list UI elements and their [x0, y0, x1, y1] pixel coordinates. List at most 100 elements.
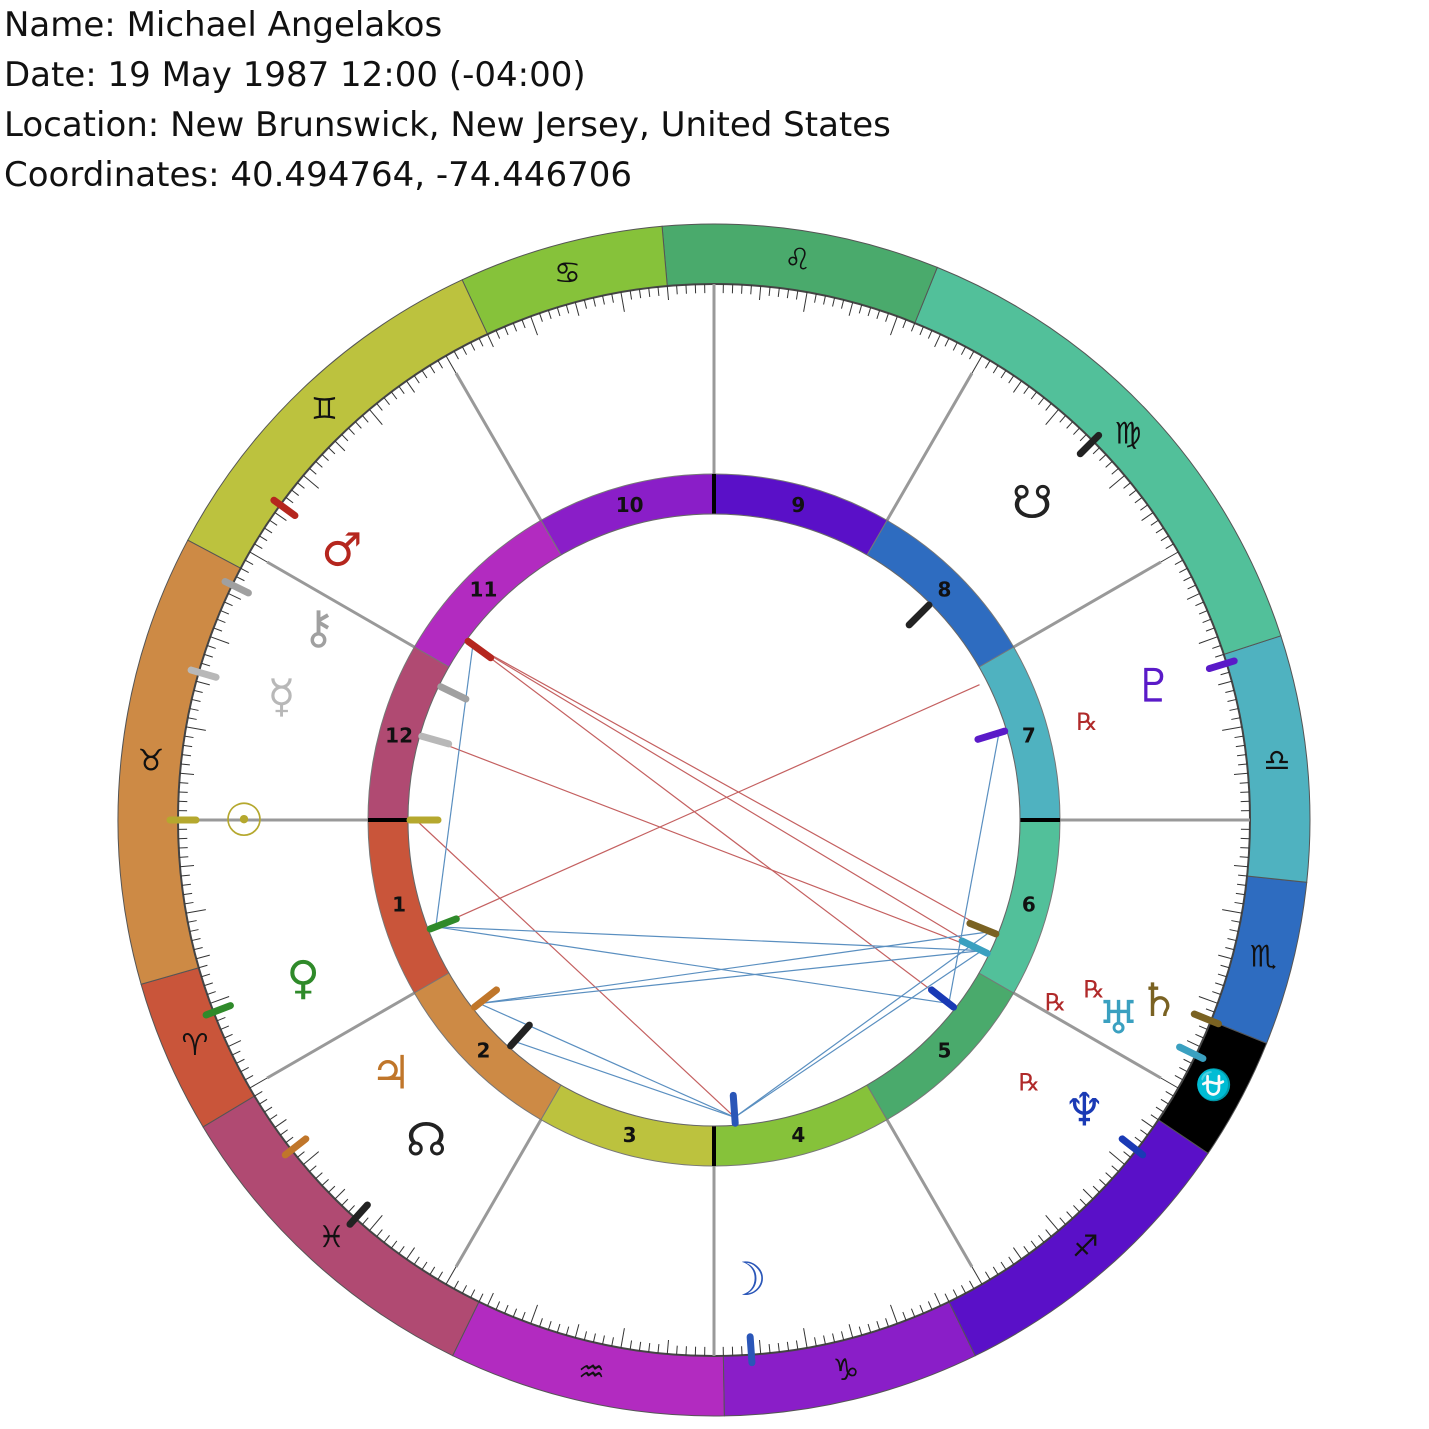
- degree-tick: [1215, 982, 1224, 987]
- degree-tick: [398, 386, 405, 394]
- degree-tick: [1038, 397, 1045, 406]
- degree-tick: [992, 1266, 999, 1275]
- planet-glyph-icon: ☽: [725, 1252, 766, 1306]
- degree-tick: [876, 1321, 881, 1330]
- degree-tick: [927, 1301, 933, 1310]
- degree-tick: [504, 1304, 509, 1314]
- degree-tick: [1174, 1075, 1184, 1081]
- degree-tick: [1073, 427, 1080, 435]
- planet-glyph-icon: ♇: [1133, 659, 1174, 713]
- degree-tick: [1155, 1106, 1164, 1113]
- planet-outer-marker: [202, 1002, 234, 1019]
- degree-tick: [602, 1335, 605, 1345]
- degree-tick: [841, 1331, 845, 1341]
- degree-tick: [1160, 1098, 1169, 1105]
- planet-inner-marker: [464, 637, 495, 662]
- house-number: 10: [616, 493, 644, 517]
- planet-inner-marker: [418, 732, 453, 748]
- planet-glyph-icon: ♅: [1098, 990, 1139, 1044]
- degree-tick: [592, 1333, 596, 1343]
- degree-tick: [1165, 1090, 1174, 1097]
- degree-tick: [539, 1318, 543, 1327]
- degree-tick: [960, 1285, 967, 1294]
- aspect-line: [478, 1002, 736, 1118]
- degree-tick: [354, 421, 362, 429]
- degree-tick: [254, 543, 263, 550]
- aspect-lines: [415, 644, 1000, 1118]
- info-location: Location: New Brunswick, New Jersey, Uni…: [4, 105, 891, 145]
- degree-tick: [611, 1337, 614, 1347]
- degree-tick: [1220, 964, 1230, 969]
- sign-glyph: ♓: [318, 1220, 345, 1255]
- degree-tick: [1111, 467, 1119, 475]
- aspect-line: [734, 950, 983, 1118]
- degree-tick: [1179, 1066, 1188, 1073]
- degree-tick: [521, 319, 526, 329]
- sign-glyph: ♏: [1250, 939, 1277, 974]
- degree-tick: [565, 304, 570, 314]
- degree-tick: [1222, 726, 1242, 731]
- degree-tick: [867, 1323, 872, 1333]
- degree-tick: [768, 286, 771, 296]
- degree-tick: [1231, 717, 1241, 720]
- degree-tick: [495, 330, 501, 339]
- degree-tick: [1000, 370, 1007, 379]
- degree-tick: [1141, 512, 1154, 522]
- info-date: Date: 19 May 1987 12:00 (-04:00): [4, 55, 586, 95]
- degree-tick: [1123, 1151, 1131, 1158]
- degree-tick: [224, 601, 233, 607]
- degree-tick: [1212, 645, 1221, 649]
- degree-tick: [321, 454, 329, 461]
- sign-glyph: ⛎: [1195, 1067, 1232, 1103]
- degree-tick: [198, 964, 208, 969]
- degree-tick: [184, 901, 194, 905]
- degree-tick: [1155, 527, 1164, 534]
- degree-tick: [1233, 772, 1249, 776]
- degree-tick: [376, 1229, 383, 1237]
- degree-tick: [1195, 601, 1204, 607]
- degree-tick: [1141, 1118, 1154, 1128]
- degree-tick: [348, 1205, 355, 1213]
- degree-tick: [303, 475, 320, 489]
- degree-tick: [193, 689, 203, 693]
- degree-tick: [960, 346, 967, 355]
- degree-tick: [1079, 434, 1087, 442]
- degree-tick: [1066, 1211, 1074, 1219]
- degree-tick: [592, 297, 596, 307]
- degree-tick: [666, 285, 670, 301]
- degree-tick: [867, 307, 872, 317]
- degree-tick: [189, 708, 199, 711]
- degree-tick: [890, 316, 898, 336]
- house-cusp-line: [885, 1118, 974, 1268]
- info-name: Name: Michael Angelakos: [4, 5, 443, 45]
- degree-tick: [786, 289, 790, 299]
- degree-tick: [181, 754, 191, 757]
- house-number: 8: [938, 577, 952, 601]
- degree-tick: [254, 1090, 263, 1097]
- degree-tick: [1030, 1240, 1037, 1249]
- planet-outer-marker: [270, 496, 299, 520]
- sign-glyph: ♒: [578, 1355, 605, 1390]
- aspect-line: [479, 931, 991, 1005]
- degree-tick: [629, 290, 633, 300]
- sign-glyph: ♐: [1072, 1230, 1099, 1265]
- degree-tick: [341, 434, 349, 442]
- degree-tick: [249, 1077, 268, 1089]
- aspect-line: [435, 684, 980, 928]
- degree-tick: [228, 1040, 242, 1047]
- planet-outer-marker: [187, 666, 220, 681]
- degree-tick: [1231, 920, 1241, 923]
- degree-tick: [1123, 482, 1131, 489]
- degree-tick: [244, 559, 254, 565]
- degree-tick: [1082, 1188, 1094, 1200]
- degree-tick: [328, 447, 336, 455]
- planet-glyph-icon: ♆: [1064, 1082, 1105, 1136]
- degree-tick: [461, 346, 468, 355]
- degree-tick: [1045, 1214, 1059, 1231]
- degree-tick: [556, 1323, 561, 1333]
- degree-tick: [193, 947, 203, 951]
- degree-tick: [1225, 947, 1235, 951]
- degree-tick: [334, 440, 346, 452]
- degree-tick: [285, 1136, 294, 1143]
- degree-tick: [1239, 856, 1249, 858]
